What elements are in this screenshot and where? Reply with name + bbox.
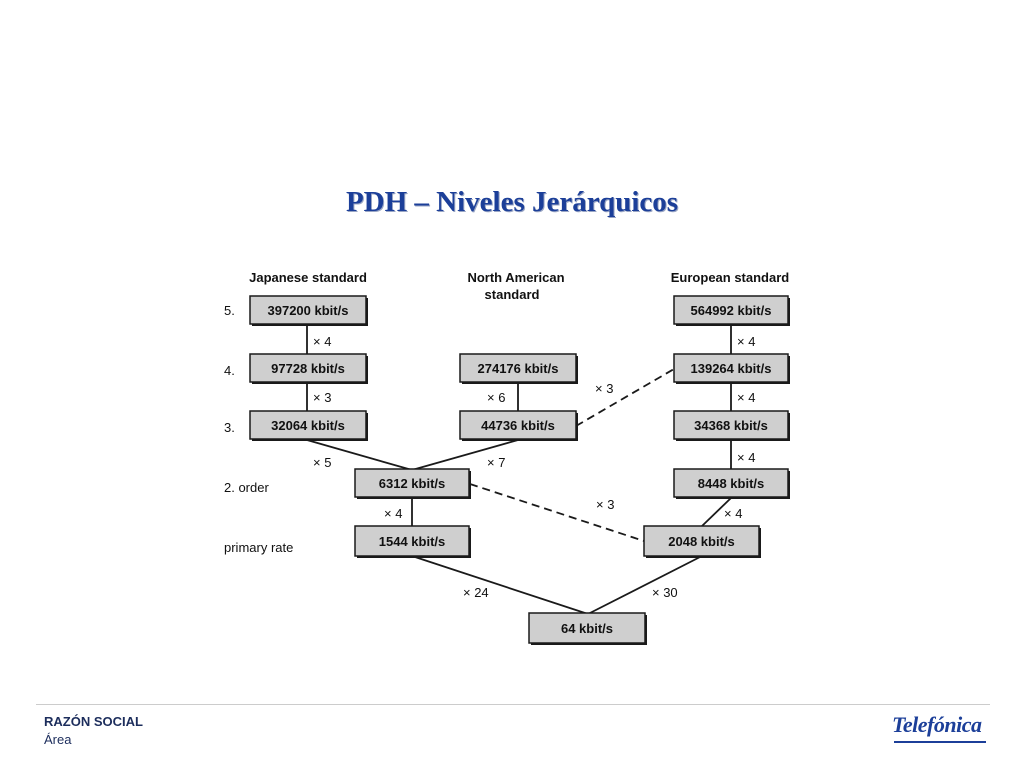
rate-box-face	[673, 353, 789, 383]
rate-box-na3: 44736 kbit/s	[459, 410, 578, 441]
slide-title: PDH – Niveles Jerárquicos	[345, 186, 679, 218]
link-jp3-sec	[306, 439, 413, 471]
rate-label: 139264 kbit/s	[691, 361, 772, 376]
rate-box-face	[673, 410, 789, 440]
multiplier-jp4-3: × 3	[313, 390, 331, 405]
rate-box-jp5: 397200 kbit/s	[249, 295, 368, 326]
rate-box-jp3: 32064 kbit/s	[249, 410, 368, 441]
rate-label: 2048 kbit/s	[668, 534, 735, 549]
rate-box-t1: 1544 kbit/s	[354, 525, 471, 558]
telefonica-logo: Telefónica	[892, 712, 982, 737]
link-na3-sec	[411, 439, 519, 471]
multiplier-sec-e1: × 3	[596, 497, 614, 512]
rate-box-face	[528, 612, 646, 644]
rate-label: 44736 kbit/s	[481, 418, 555, 433]
pdh-hierarchy-diagram: 397200 kbit/s 97728 kbit/s 32064 kbit/s 274…	[224, 270, 790, 645]
header-european: European standard	[671, 270, 790, 285]
multiplier-e1-64: × 30	[652, 585, 678, 600]
rate-box-face	[673, 295, 789, 325]
header-north-american: North American	[467, 270, 564, 285]
rate-label: 1544 kbit/s	[379, 534, 446, 549]
row-label-5: 5.	[224, 303, 235, 318]
rate-box-face	[354, 468, 470, 498]
links	[306, 325, 732, 615]
row-label-primary-rate: primary rate	[224, 540, 293, 555]
footer-divider	[36, 704, 990, 705]
link-eu2-e1	[701, 497, 732, 527]
rate-box-face	[459, 353, 577, 383]
rate-box-eu5: 564992 kbit/s	[673, 295, 790, 326]
rate-box-face	[643, 525, 760, 557]
row-label-4: 4.	[224, 363, 235, 378]
diagram-texts: Japanese standard North American standar…	[224, 270, 789, 600]
rate-box-face	[459, 410, 577, 440]
rate-label: 274176 kbit/s	[478, 361, 559, 376]
rate-box-base: 64 kbit/s	[528, 612, 647, 645]
multiplier-na-eu: × 3	[595, 381, 613, 396]
rate-label: 34368 kbit/s	[694, 418, 768, 433]
rate-label: 97728 kbit/s	[271, 361, 345, 376]
header-north-american-line2: standard	[485, 287, 540, 302]
rate-box-sec: 6312 kbit/s	[354, 468, 471, 499]
header-japanese: Japanese standard	[249, 270, 367, 285]
footer-company-name: RAZÓN SOCIAL	[44, 714, 143, 729]
multiplier-eu2-1: × 4	[724, 506, 742, 521]
multiplier-jp5-4: × 4	[313, 334, 331, 349]
rate-box-e1: 2048 kbit/s	[643, 525, 761, 558]
rate-label: 64 kbit/s	[561, 621, 613, 636]
rate-box-jp4: 97728 kbit/s	[249, 353, 368, 384]
rate-label: 8448 kbit/s	[698, 476, 765, 491]
multiplier-jp3-2: × 5	[313, 455, 331, 470]
multiplier-eu4-3: × 4	[737, 390, 755, 405]
rate-box-face	[249, 295, 367, 325]
multiplier-eu3-2: × 4	[737, 450, 755, 465]
link-e1-base	[587, 555, 703, 615]
rate-boxes: 397200 kbit/s 97728 kbit/s 32064 kbit/s 274…	[249, 295, 790, 645]
logo-underline	[894, 741, 986, 743]
rate-box-face	[673, 468, 789, 498]
link-sec-e1	[469, 483, 645, 542]
row-label-2-order: 2. order	[224, 480, 269, 495]
rate-box-eu3: 34368 kbit/s	[673, 410, 790, 441]
multiplier-t1-64: × 24	[463, 585, 489, 600]
rate-label: 397200 kbit/s	[268, 303, 349, 318]
rate-box-face	[249, 410, 367, 440]
footer-area: Área	[44, 732, 72, 747]
rate-box-face	[354, 525, 470, 557]
row-label-3: 3.	[224, 420, 235, 435]
rate-box-face	[249, 353, 367, 383]
rate-label: 564992 kbit/s	[691, 303, 772, 318]
rate-label: 32064 kbit/s	[271, 418, 345, 433]
rate-box-eu2: 8448 kbit/s	[673, 468, 790, 499]
multiplier-na3-2: × 7	[487, 455, 505, 470]
multiplier-eu5-4: × 4	[737, 334, 755, 349]
multiplier-na4-3: × 6	[487, 390, 505, 405]
rate-box-eu4: 139264 kbit/s	[673, 353, 790, 384]
rate-label: 6312 kbit/s	[379, 476, 446, 491]
link-na3-eu4	[575, 368, 675, 427]
multiplier-sec-t1: × 4	[384, 506, 402, 521]
link-t1-base	[411, 555, 589, 615]
rate-box-na4: 274176 kbit/s	[459, 353, 578, 384]
